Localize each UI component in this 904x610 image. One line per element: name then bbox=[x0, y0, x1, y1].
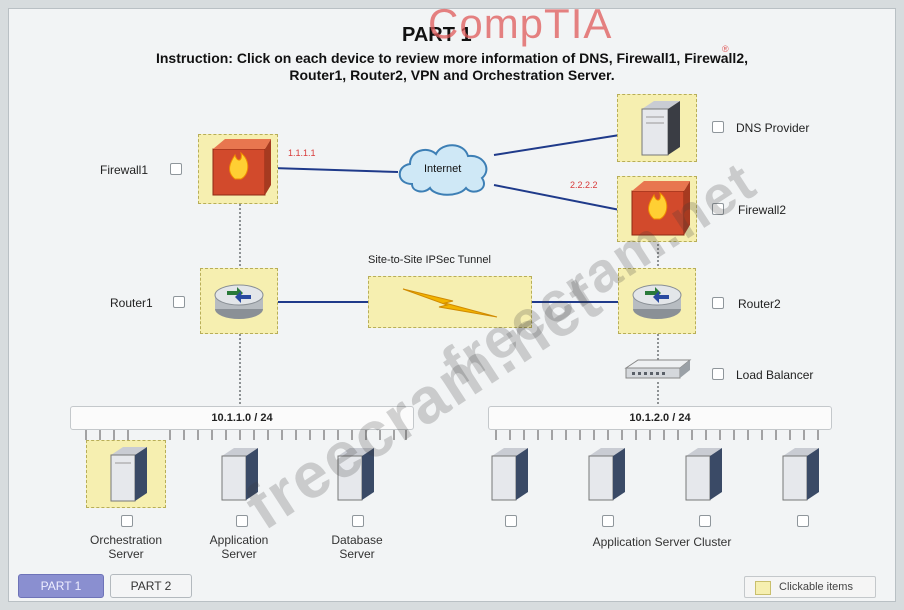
firewall2-checkbox[interactable] bbox=[712, 203, 724, 215]
clickable-items-legend: Clickable items bbox=[744, 576, 876, 598]
firewall1-device[interactable] bbox=[198, 134, 278, 204]
legend-swatch bbox=[755, 581, 771, 595]
legend-label: Clickable items bbox=[779, 581, 853, 593]
firewall2-ip: 2.2.2.2 bbox=[570, 180, 598, 190]
router-icon bbox=[632, 284, 682, 319]
vpn-tunnel-label: Site-to-Site IPSec Tunnel bbox=[368, 254, 491, 266]
vpn-tunnel-device[interactable] bbox=[368, 276, 532, 328]
application-server-checkbox[interactable] bbox=[236, 515, 248, 527]
cluster-server-1-checkbox[interactable] bbox=[505, 515, 517, 527]
instruction-line-2: Router1, Router2, VPN and Orchestration … bbox=[289, 67, 615, 83]
firewall1-label: Firewall1 bbox=[100, 163, 149, 177]
load-balancer-label: Load Balancer bbox=[736, 368, 814, 382]
cluster-server-3-checkbox[interactable] bbox=[699, 515, 711, 527]
cluster-server-3-icon bbox=[685, 448, 722, 501]
orchestration-server-checkbox[interactable] bbox=[121, 515, 133, 527]
server-icon bbox=[110, 447, 147, 502]
server-icon bbox=[337, 448, 374, 501]
subnet-right: 10.1.2.0 / 24 bbox=[488, 406, 832, 430]
database-server-checkbox[interactable] bbox=[352, 515, 364, 527]
load-balancer-checkbox[interactable] bbox=[712, 368, 724, 380]
orchestration-server-label-1: Orchestration bbox=[89, 533, 163, 547]
tab-part2[interactable]: PART 2 bbox=[110, 574, 192, 598]
firewall2-label: Firewall2 bbox=[738, 203, 787, 217]
server-icon bbox=[221, 448, 258, 501]
firewall-icon bbox=[631, 181, 690, 236]
internet-label: Internet bbox=[424, 163, 462, 175]
database-server-label-2: Server bbox=[339, 547, 375, 561]
page-title: PART 1 bbox=[402, 24, 472, 46]
registered-mark: ® bbox=[722, 44, 729, 54]
instruction-line-1: Instruction: Click on each device to rev… bbox=[155, 50, 749, 66]
dns-provider-label: DNS Provider bbox=[736, 121, 810, 135]
firewall1-ip: 1.1.1.1 bbox=[288, 148, 316, 158]
link-firewall1-internet bbox=[271, 167, 399, 173]
link-internet-firewall2 bbox=[493, 184, 631, 213]
lightning-icon bbox=[402, 288, 498, 318]
dns-provider-checkbox[interactable] bbox=[712, 121, 724, 133]
router2-device[interactable] bbox=[618, 268, 696, 334]
load-balancer-icon bbox=[624, 359, 692, 379]
router1-device[interactable] bbox=[200, 268, 278, 334]
cluster-server-2-checkbox[interactable] bbox=[602, 515, 614, 527]
router1-checkbox[interactable] bbox=[173, 296, 185, 308]
firewall2-device[interactable] bbox=[617, 176, 697, 242]
dns-provider-device[interactable] bbox=[617, 94, 697, 162]
internet-cloud-icon bbox=[398, 144, 488, 196]
application-server-label-1: Application bbox=[209, 533, 269, 547]
link-internet-dns bbox=[493, 133, 627, 156]
router2-label: Router2 bbox=[738, 297, 781, 311]
orchestration-server-device[interactable] bbox=[86, 440, 166, 508]
router-icon bbox=[214, 284, 264, 319]
tab-part1[interactable]: PART 1 bbox=[18, 574, 104, 598]
orchestration-server-label-2: Server bbox=[108, 547, 144, 561]
cluster-server-2-icon bbox=[588, 448, 625, 501]
application-server-label-2: Server bbox=[221, 547, 257, 561]
cluster-server-4-checkbox[interactable] bbox=[797, 515, 809, 527]
firewall1-checkbox[interactable] bbox=[170, 163, 182, 175]
router1-label: Router1 bbox=[110, 296, 153, 310]
comptia-logo: CompTIA bbox=[428, 0, 613, 47]
application-server-cluster-label: Application Server Cluster bbox=[592, 535, 732, 549]
cluster-server-4-icon bbox=[782, 448, 819, 501]
server-icon bbox=[641, 101, 680, 156]
router2-checkbox[interactable] bbox=[712, 297, 724, 309]
firewall-icon bbox=[212, 139, 271, 196]
subnet-left: 10.1.1.0 / 24 bbox=[70, 406, 414, 430]
cluster-server-1-icon bbox=[491, 448, 528, 501]
database-server-label-1: Database bbox=[331, 533, 383, 547]
